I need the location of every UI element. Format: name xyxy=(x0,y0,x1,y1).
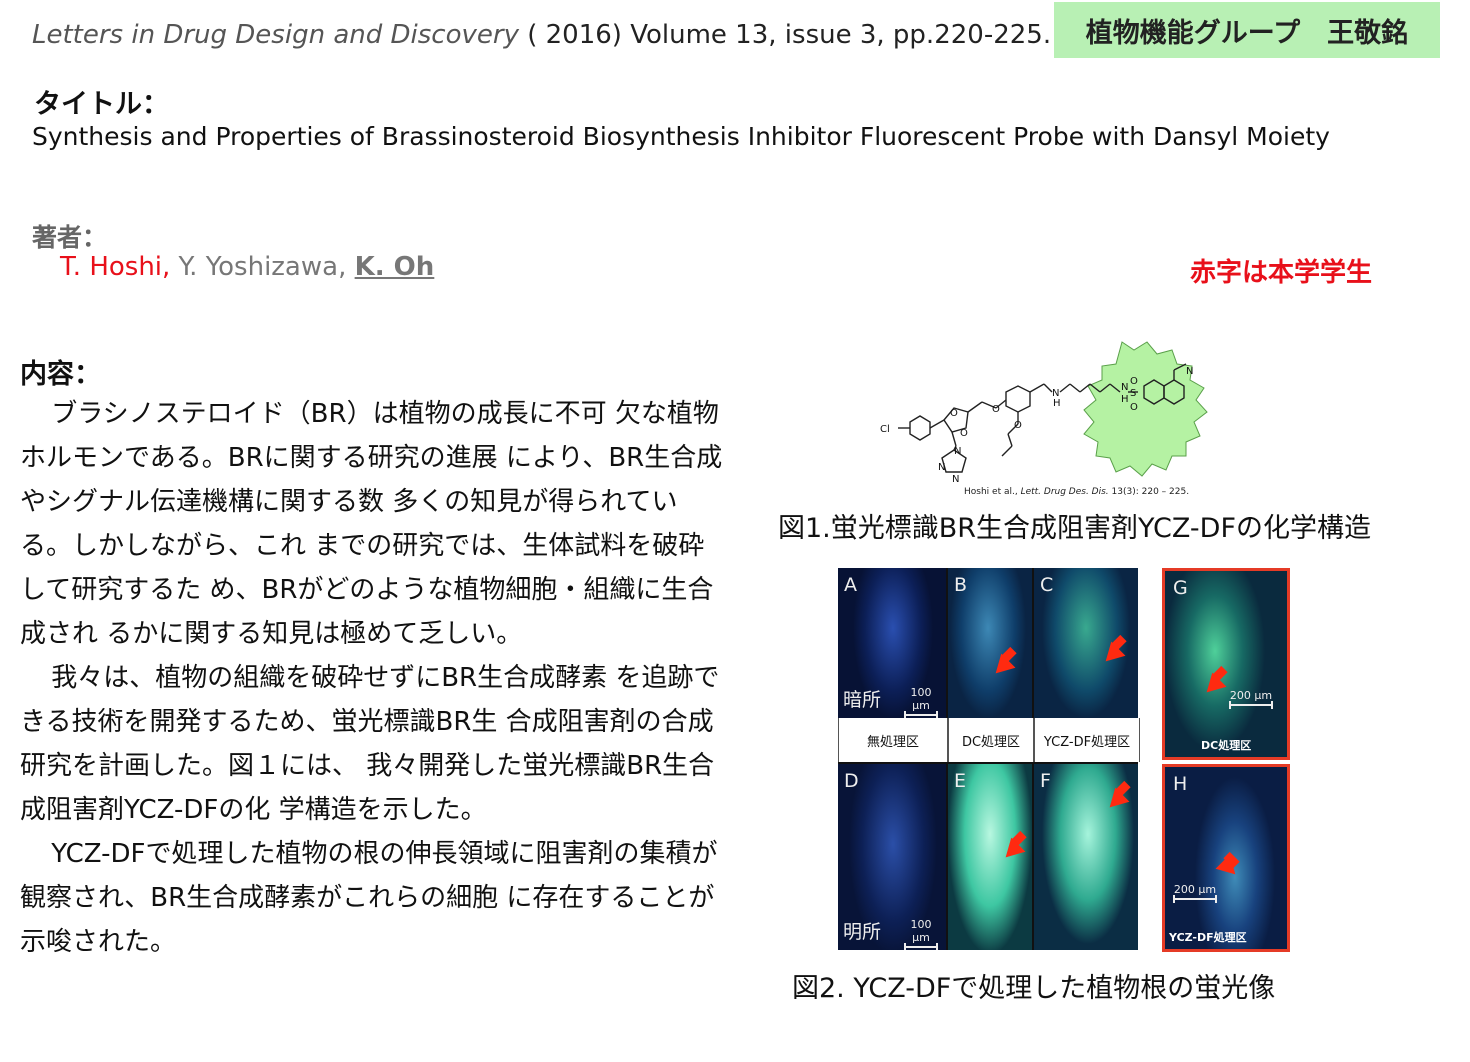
panel-b: B xyxy=(948,568,1032,718)
panel-f: F xyxy=(1034,764,1138,950)
scale-bar: 100 µm xyxy=(904,686,938,718)
panel-d: D 明所 100 µm xyxy=(838,764,946,950)
panel-a-label: A xyxy=(844,574,857,596)
student-note: 赤字は本学学生 xyxy=(1190,258,1373,288)
author-other: Y. Yoshizawa, xyxy=(170,252,355,282)
panel-d-label: D xyxy=(844,770,859,792)
panel-a-dark-label: 暗所 xyxy=(843,689,882,711)
figure1-caption: 図1.蛍光標識BR生合成阻害剤YCZ-DFの化学構造 xyxy=(778,513,1371,544)
panel-e-label: E xyxy=(954,770,967,792)
dansyl-highlight-icon xyxy=(1083,341,1208,477)
atom-o-6: O xyxy=(1130,402,1138,413)
atom-o-2: O xyxy=(960,428,968,439)
panel-f-label: F xyxy=(1040,770,1051,792)
panel-g: G 200 µm DC処理区 xyxy=(1162,568,1290,760)
treatment-dc: DC処理区 xyxy=(948,718,1034,762)
content-paragraph-3: YCZ-DFで処理した植物の根の伸長領域に阻害剤の集積が観察され、BR生合成酵素… xyxy=(20,839,718,957)
scale-bar: 200 µm xyxy=(1173,883,1217,904)
atom-o-1: O xyxy=(950,408,958,419)
atom-n-1: N xyxy=(954,446,961,457)
panel-d-light-label: 明所 xyxy=(843,921,882,943)
figure2-caption: 図2. YCZ-DFで処理した植物根の蛍光像 xyxy=(792,973,1276,1004)
treatment-ycz: YCZ-DF処理区 xyxy=(1034,718,1140,762)
atom-n-6: N xyxy=(1186,366,1193,377)
atom-s: S xyxy=(1130,388,1136,399)
journal-citation: Letters in Drug Design and Discovery ( 2… xyxy=(32,20,1051,50)
figure1-citation: Hoshi et al., Lett. Drug Des. Dis. 13(3)… xyxy=(964,487,1189,497)
treatment-row: 無処理区 DC処理区 YCZ-DF処理区 xyxy=(838,718,1140,762)
atom-n-5: N xyxy=(1121,382,1128,393)
group-badge: 植物機能グループ 王敬銘 xyxy=(1054,2,1440,58)
author-student: T. Hoshi, xyxy=(60,252,171,282)
content-paragraph-2: 我々は、植物の組織を破砕せずにBR生合成酵素 を追跡できる技術を開発するため、蛍… xyxy=(20,663,720,825)
journal-volume: ( 2016) Volume 13, issue 3, pp.220-225. xyxy=(518,20,1052,50)
journal-name: Letters in Drug Design and Discovery xyxy=(32,20,519,50)
panel-a: A 暗所 100 µm xyxy=(838,568,946,718)
panel-h: H 200 µm YCZ-DF処理区 xyxy=(1162,764,1290,952)
author-lead: K. Oh xyxy=(354,252,435,282)
panel-h-label: H xyxy=(1173,773,1188,795)
atom-n-2: N xyxy=(938,462,945,473)
panel-h-tag: YCZ-DF処理区 xyxy=(1169,931,1247,944)
content-label: 内容： xyxy=(20,359,101,390)
title-label: タイトル： xyxy=(34,89,169,120)
panel-g-tag: DC処理区 xyxy=(1201,739,1252,752)
content-body: ブラシノステロイド（BR）は植物の成長に不可 欠な植物ホルモンである。BRに関す… xyxy=(20,392,725,964)
panel-c: C xyxy=(1034,568,1138,718)
scale-bar: 200 µm xyxy=(1229,689,1273,710)
author-list: T. Hoshi, Y. Yoshizawa, K. Oh xyxy=(60,252,434,282)
chemical-structure: Cl O O N N N O O N H N H S O O N Hoshi e… xyxy=(880,341,1208,497)
arrow-icon xyxy=(1215,854,1243,882)
treatment-none: 無処理区 xyxy=(838,718,948,762)
atom-h-2: H xyxy=(1121,394,1129,405)
atom-o-3: O xyxy=(992,404,1000,415)
panel-c-label: C xyxy=(1040,574,1054,596)
atom-o-5: O xyxy=(1130,376,1138,387)
panel-g-label: G xyxy=(1173,577,1188,599)
content-paragraph-1: ブラシノステロイド（BR）は植物の成長に不可 欠な植物ホルモンである。BRに関す… xyxy=(20,399,723,649)
atom-n-4: N xyxy=(1052,388,1059,399)
authors-label: 著者： xyxy=(32,223,108,252)
scale-bar: 100 µm xyxy=(904,918,938,950)
atom-cl: Cl xyxy=(880,424,890,435)
fluorescence-grid: A 暗所 100 µm B C 無処理区 DC処理区 YCZ-DF処理区 D 明… xyxy=(838,568,1140,950)
panel-e: E xyxy=(948,764,1032,950)
panel-b-label: B xyxy=(954,574,968,596)
atom-h-1: H xyxy=(1053,398,1061,409)
atom-n-3: N xyxy=(952,474,959,485)
atom-o-4: O xyxy=(1014,420,1022,431)
paper-title: Synthesis and Properties of Brassinoster… xyxy=(32,122,1330,151)
